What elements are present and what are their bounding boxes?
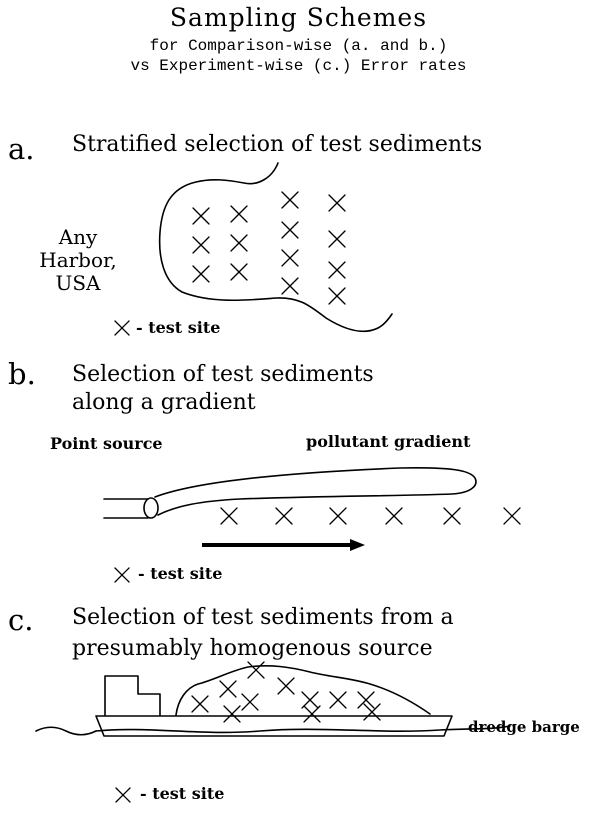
panel-a-letter: a. — [8, 132, 35, 166]
panel-a-legend-label: - test site — [136, 318, 221, 337]
test-site-marker — [223, 705, 241, 723]
page-title: Sampling Schemes — [169, 3, 428, 32]
pollutant-gradient-label: pollutant gradient — [306, 432, 471, 451]
panel-a-place-line-1: Any — [58, 225, 98, 249]
test-site-marker — [301, 691, 319, 709]
test-site-marker — [328, 194, 346, 212]
test-site-marker — [329, 691, 347, 709]
panel-a-heading: Stratified selection of test sediments — [72, 132, 483, 157]
panel-b-heading-line-2: along a gradient — [72, 390, 256, 415]
test-site-marker — [385, 507, 403, 525]
test-site-marker — [363, 703, 381, 721]
test-site-marker — [230, 205, 248, 223]
panel-c-legend-label: - test site — [140, 784, 225, 803]
subtitle-line-1: for Comparison-wise (a. and b.) — [149, 37, 448, 55]
test-site-marker — [281, 191, 299, 209]
test-site-marker — [241, 693, 259, 711]
panel-c-letter: c. — [8, 603, 34, 637]
test-site-marker — [328, 261, 346, 279]
pollutant-plume — [154, 467, 477, 516]
dredge-barge — [95, 665, 453, 737]
point-source-pipe — [103, 497, 159, 519]
test-site-marker — [192, 265, 210, 283]
panel-b-legend-label: - test site — [138, 564, 223, 583]
gradient-arrow — [202, 539, 365, 551]
test-site-marker — [328, 230, 346, 248]
legend-marker — [115, 787, 131, 803]
test-site-marker — [275, 507, 293, 525]
test-site-marker — [329, 507, 347, 525]
test-site-marker — [303, 705, 321, 723]
panel-b-heading-line-1: Selection of test sediments — [72, 362, 374, 387]
test-site-marker — [328, 287, 346, 305]
test-site-marker — [192, 236, 210, 254]
test-site-marker — [503, 507, 521, 525]
dredge-barge-label: dredge barge — [468, 718, 580, 736]
test-site-marker — [281, 277, 299, 295]
subtitle-line-2: vs Experiment-wise (c.) Error rates — [130, 57, 467, 75]
test-site-marker — [357, 691, 375, 709]
panel-a-place-line-3: USA — [55, 271, 101, 295]
panel-c-heading-line-2: presumably homogenous source — [72, 636, 433, 661]
test-site-marker — [230, 263, 248, 281]
test-site-marker — [281, 221, 299, 239]
legend-marker — [114, 567, 130, 583]
water-line — [35, 726, 97, 736]
legend-marker — [114, 320, 130, 336]
test-site-marker — [219, 680, 237, 698]
test-site-marker — [220, 507, 238, 525]
water-line — [95, 725, 511, 734]
test-site-marker — [277, 677, 295, 695]
test-site-marker — [443, 507, 461, 525]
test-site-marker — [191, 695, 209, 713]
harbor-outline — [158, 162, 393, 333]
test-site-marker — [281, 249, 299, 267]
point-source-label: Point source — [50, 434, 163, 453]
panel-c-heading-line-1: Selection of test sediments from a — [72, 605, 454, 630]
panel-a-place-line-2: Harbor, — [39, 248, 117, 272]
panel-b-letter: b. — [8, 357, 36, 391]
test-site-marker — [192, 207, 210, 225]
test-site-marker — [247, 661, 265, 679]
test-site-marker — [230, 234, 248, 252]
